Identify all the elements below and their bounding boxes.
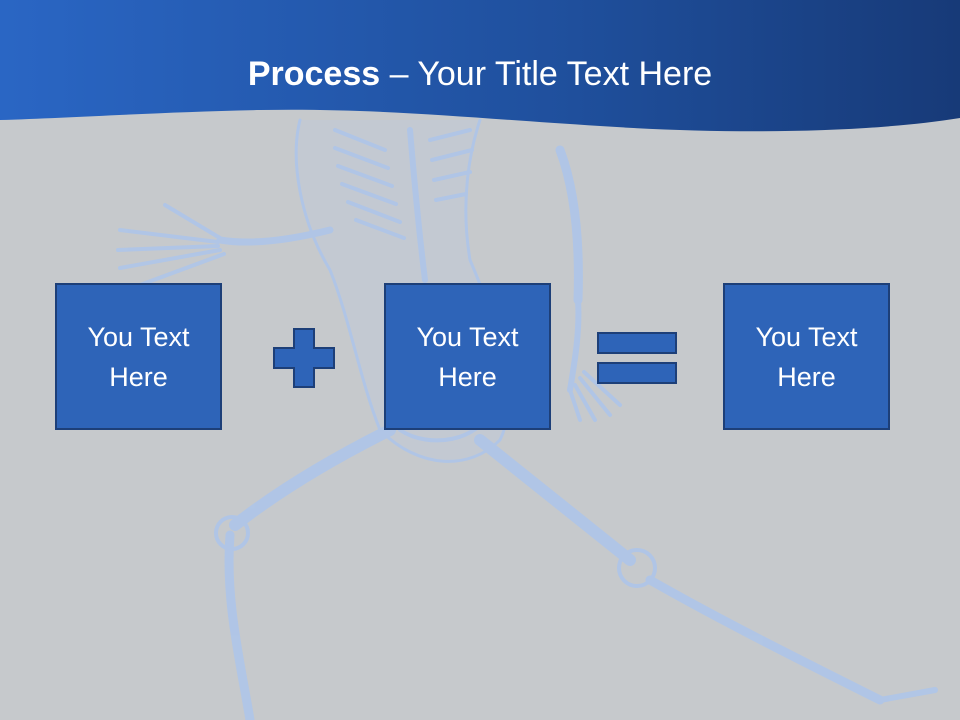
process-box-1-text: You Text Here bbox=[87, 321, 190, 392]
plus-icon bbox=[273, 328, 335, 388]
title-bold: Process bbox=[247, 55, 381, 93]
process-box-1[interactable]: You Text Here bbox=[55, 283, 222, 430]
process-box-3[interactable]: You Text Here bbox=[723, 283, 890, 430]
process-box-2[interactable]: You Text Here bbox=[384, 283, 551, 430]
header-banner bbox=[0, 0, 960, 132]
process-box-3-text: You Text Here bbox=[755, 321, 858, 392]
title-rest: – Your Title Text Here bbox=[380, 55, 713, 93]
slide-title: Process – Your Title Text Here bbox=[0, 52, 960, 96]
process-box-2-text: You Text Here bbox=[416, 321, 519, 392]
equals-icon bbox=[597, 332, 677, 384]
